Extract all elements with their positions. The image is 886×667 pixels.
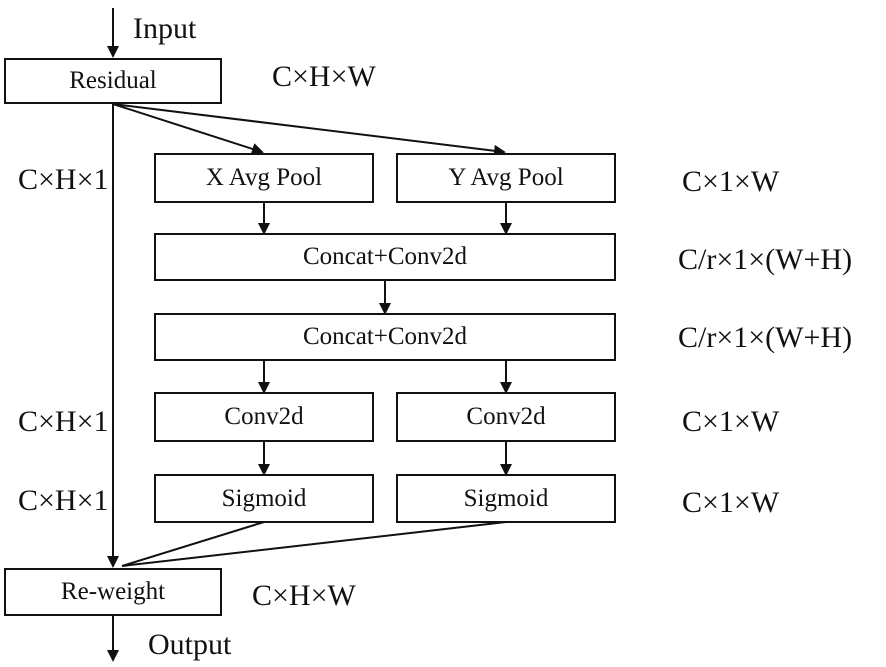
- conv2d-left-box: Conv2d: [154, 392, 374, 442]
- sigmoid-left-box: Sigmoid: [154, 474, 374, 523]
- right-sigmoid-dim-label: C×1×W: [682, 486, 780, 519]
- right-pool-dim-label: C×1×W: [682, 165, 780, 198]
- left-pool-dim-label: C×H×1: [18, 163, 109, 196]
- output-label: Output: [148, 628, 232, 661]
- reweight-box: Re-weight: [4, 568, 222, 616]
- concat-1-dim-label: C/r×1×(W+H): [678, 243, 853, 276]
- right-conv-dim-label: C×1×W: [682, 405, 780, 438]
- left-conv-dim-label: C×H×1: [18, 405, 109, 438]
- sigmoid-right-to-reweight-line: [121, 521, 507, 567]
- residual-box: Residual: [4, 58, 222, 104]
- x-avg-pool-box: X Avg Pool: [154, 153, 374, 203]
- residual-to-x-pool-arrow: [112, 103, 264, 155]
- left-sigmoid-dim-label: C×H×1: [18, 484, 109, 517]
- residual-to-y-pool-arrow: [112, 103, 506, 157]
- concat-conv2d-box-2: Concat+Conv2d: [154, 313, 616, 361]
- residual-dim-label: C×H×W: [272, 60, 376, 93]
- concat-2-dim-label: C/r×1×(W+H): [678, 321, 853, 354]
- y-avg-pool-box: Y Avg Pool: [396, 153, 616, 203]
- reweight-dim-label: C×H×W: [252, 579, 356, 612]
- concat-conv2d-box-1: Concat+Conv2d: [154, 233, 616, 281]
- conv2d-right-box: Conv2d: [396, 392, 616, 442]
- sigmoid-left-to-reweight-line: [121, 521, 265, 567]
- sigmoid-right-box: Sigmoid: [396, 474, 616, 523]
- input-label: Input: [133, 12, 197, 45]
